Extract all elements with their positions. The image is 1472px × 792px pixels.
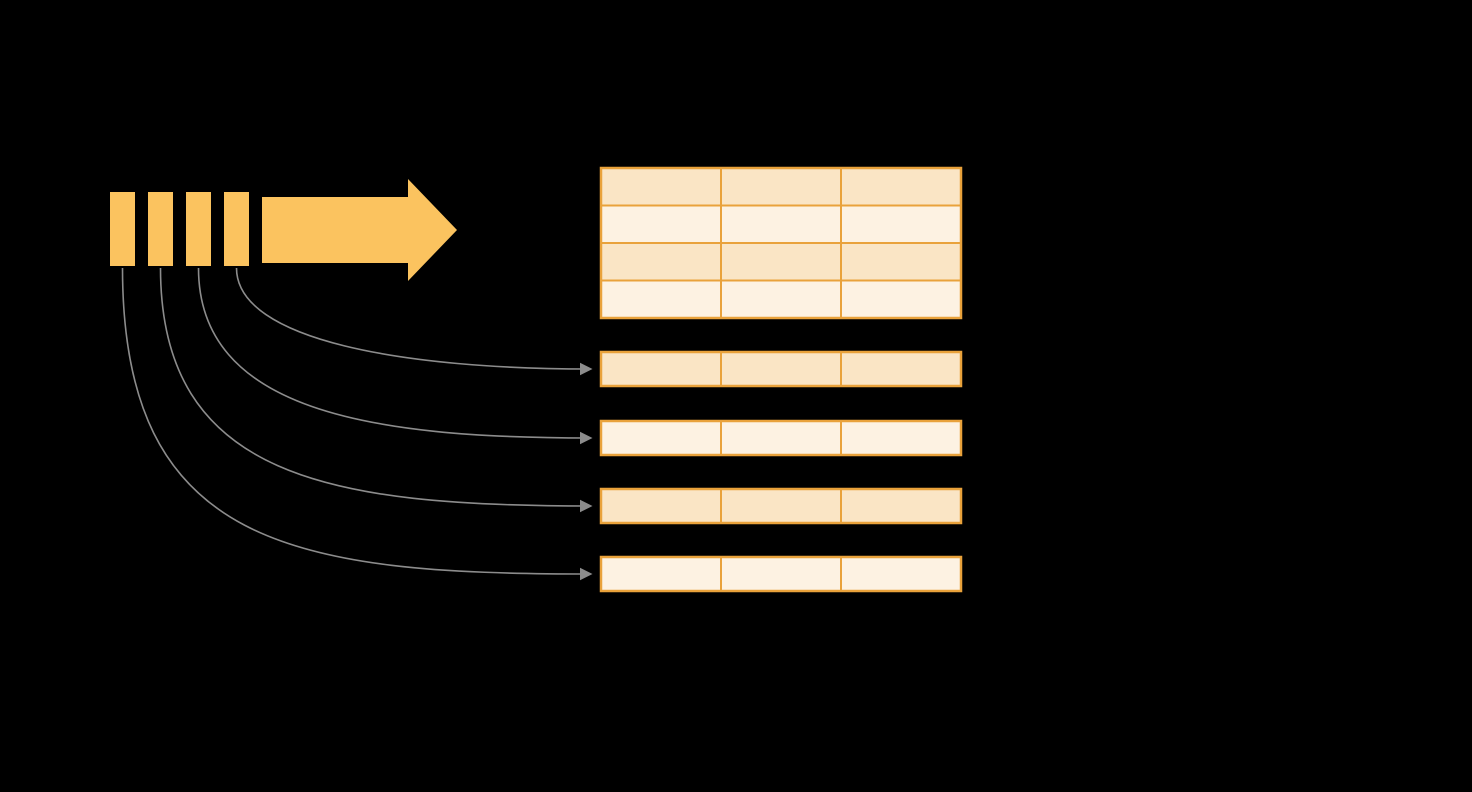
connector-arrow (159, 267, 593, 513)
row-table-cell (600, 351, 722, 387)
table-cell (720, 204, 842, 244)
row-table-border (599, 487, 963, 525)
table-cell (600, 279, 722, 319)
row-table-cell (840, 488, 962, 524)
table-cell (600, 242, 722, 282)
row-table-cell (720, 420, 842, 456)
unbounded-table (599, 166, 963, 320)
row-table-border (599, 419, 963, 457)
connector-arrow (121, 267, 593, 581)
row-table (599, 419, 963, 457)
table-cell (840, 242, 962, 282)
table-cell (720, 242, 842, 282)
connectors (121, 267, 593, 581)
stream-bar (148, 192, 173, 266)
row-table (599, 350, 963, 388)
row-table-cell (840, 556, 962, 592)
stream-bar (224, 192, 249, 266)
row-table-border (599, 555, 963, 593)
table-cell (720, 279, 842, 319)
row-table-cell (600, 488, 722, 524)
stream-bars (110, 192, 249, 266)
row-table-cell (840, 351, 962, 387)
row-table-cell (600, 556, 722, 592)
table-cell (720, 167, 842, 207)
row-table-cell (840, 420, 962, 456)
connector-arrow (235, 267, 593, 376)
table-cell (840, 279, 962, 319)
row-table-cell (720, 556, 842, 592)
unbounded-table-border (599, 166, 963, 320)
row-table-cell (720, 488, 842, 524)
row-table (599, 487, 963, 525)
connector-arrow (197, 267, 593, 445)
table-cell (840, 204, 962, 244)
row-table (599, 555, 963, 593)
row-table-cell (720, 351, 842, 387)
row-table-cell (600, 420, 722, 456)
table-cell (600, 204, 722, 244)
stream-bar (110, 192, 135, 266)
row-table-border (599, 350, 963, 388)
stream-bar (186, 192, 211, 266)
table-cell (600, 167, 722, 207)
stream-flow-arrow (262, 179, 457, 281)
table-cell (840, 167, 962, 207)
